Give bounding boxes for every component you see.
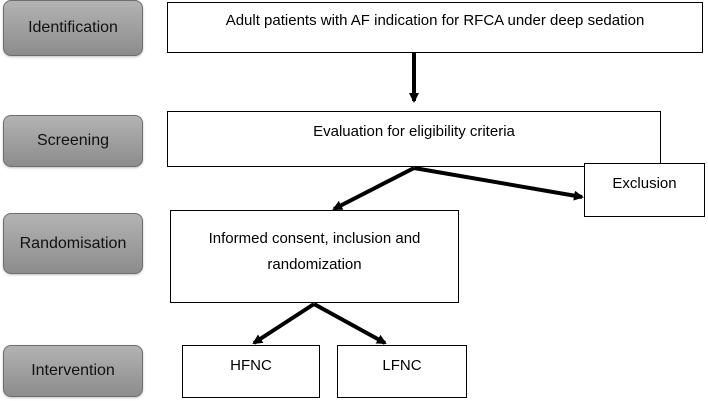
hfnc-text: HFNC <box>230 357 272 374</box>
arrow-randomisation-to-lfnc <box>313 302 387 345</box>
arrow-randomisation-to-hfnc <box>252 302 316 345</box>
consent-text-line1: Informed consent, inclusion and <box>208 230 421 247</box>
phase-screening-label: Screening <box>36 132 110 149</box>
phase-identification: Identification <box>3 0 143 56</box>
population-text: Adult patients with AF indication for RF… <box>225 12 645 29</box>
phase-randomisation: Randomisation <box>3 213 143 274</box>
hfnc-box: HFNC <box>182 345 320 398</box>
lfnc-box: LFNC <box>337 345 467 398</box>
consent-text-line2: randomization <box>267 256 362 273</box>
arrow-screening-to-exclusion <box>413 166 584 201</box>
phase-intervention: Intervention <box>3 345 143 397</box>
phase-randomisation-label: Randomisation <box>19 234 127 252</box>
exclusion-text: Exclusion <box>612 175 677 192</box>
arrow-screening-to-randomisation <box>332 166 415 211</box>
consent-box: Informed consent, inclusion and randomiz… <box>170 210 459 303</box>
eligibility-box: Evaluation for eligibility criteria <box>167 111 661 167</box>
phase-intervention-label: Intervention <box>31 362 115 379</box>
lfnc-text: LFNC <box>382 357 422 374</box>
exclusion-box: Exclusion <box>584 163 705 217</box>
phase-screening: Screening <box>3 115 143 167</box>
phase-identification-label: Identification <box>28 19 118 36</box>
population-box: Adult patients with AF indication for RF… <box>167 2 703 53</box>
eligibility-text: Evaluation for eligibility criteria <box>313 123 515 140</box>
